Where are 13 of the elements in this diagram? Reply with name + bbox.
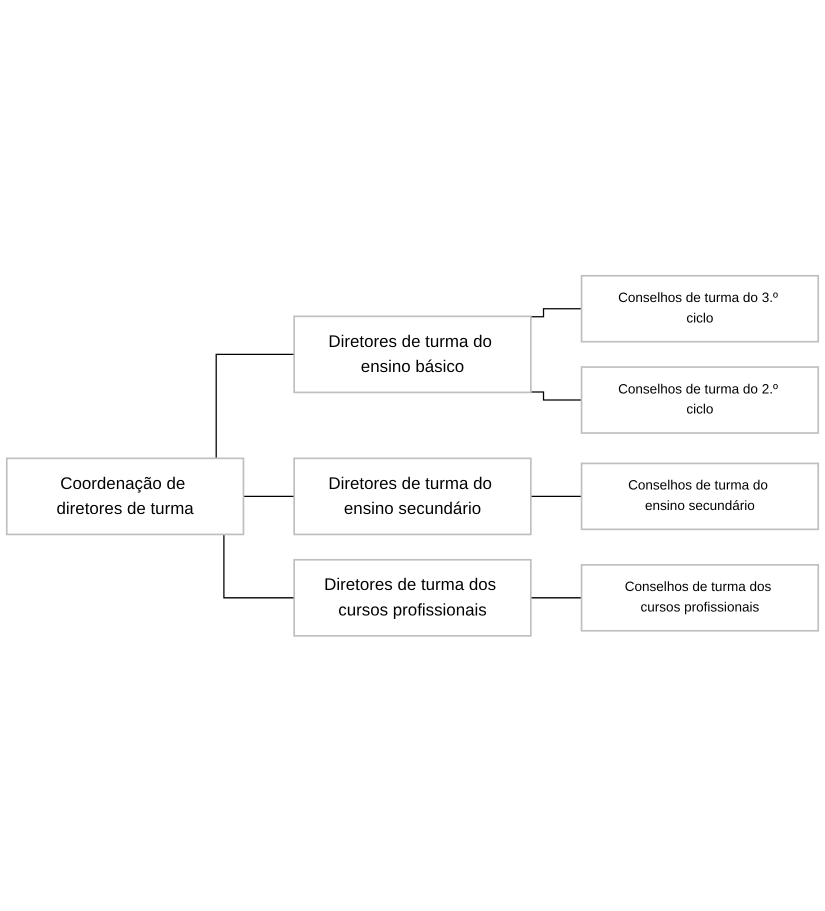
connector [530, 308, 582, 318]
node-box: Diretores de turma do ensino básico [293, 315, 532, 393]
node-box: Coordenação de diretores de turma [6, 457, 244, 535]
connector [530, 391, 582, 400]
connector [243, 495, 294, 497]
node-box: Diretores de turma do ensino secundário [293, 457, 532, 535]
node-box: Conselhos de turma do 2.º ciclo [580, 366, 820, 434]
connector [530, 495, 582, 497]
node-box: Conselhos de turma do ensino secundário [580, 462, 820, 530]
node-box: Diretores de turma dos cursos profissionais [293, 558, 532, 636]
node-box: Conselhos de turma dos cursos profissionais [580, 564, 820, 632]
node-box: Conselhos de turma do 3.º ciclo [580, 274, 820, 342]
connector [530, 596, 582, 598]
